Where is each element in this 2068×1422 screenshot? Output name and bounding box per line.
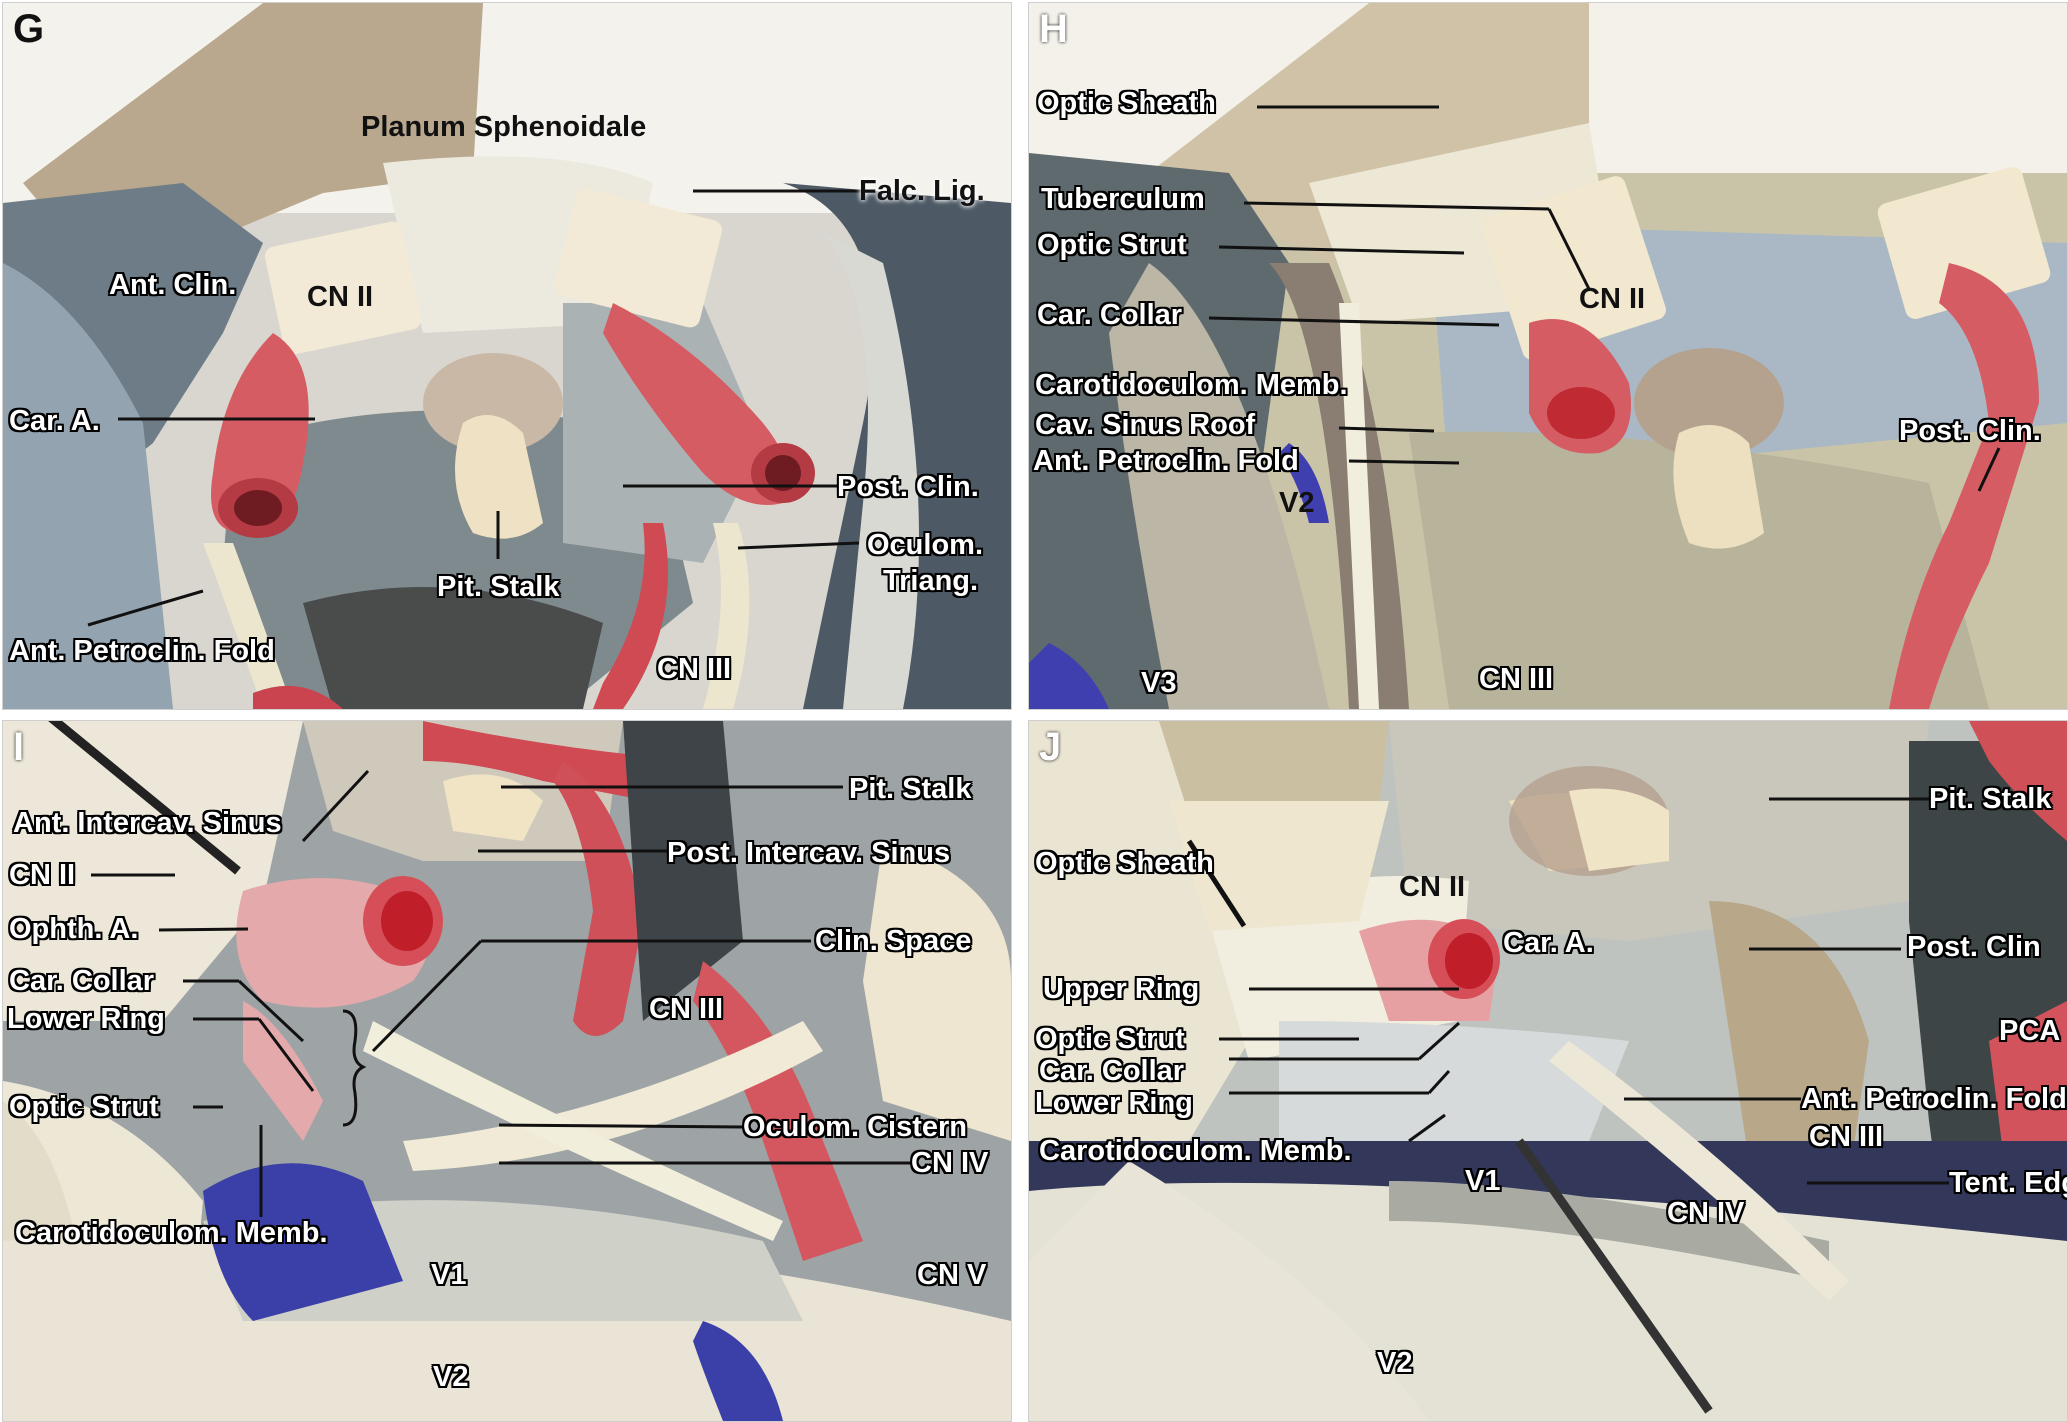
label-car-collar: Car. Collar (1039, 1055, 1185, 1087)
label-cn-iv: CN IV (1667, 1197, 1745, 1229)
label-cn-ii: CN II (9, 859, 76, 891)
label-cn-iii: CN III (657, 653, 732, 685)
label-post-clin: Post. Clin (1907, 931, 2041, 963)
label-optic-strut: Optic Strut (1035, 1023, 1185, 1055)
label-triang: Triang. (883, 565, 979, 597)
label-ant-clin: Ant. Clin. (109, 269, 237, 301)
label-pit-stalk: Pit. Stalk (849, 773, 972, 805)
panel-letter: G (13, 7, 45, 51)
label-post-intercav-sinus: Post. Intercav. Sinus (667, 837, 951, 869)
label-ophth-a: Ophth. A. (9, 913, 139, 945)
label-ant-intercav-sinus: Ant. Intercav. Sinus (13, 807, 282, 839)
panel-letter: I (13, 725, 25, 769)
label-pca: PCA (1999, 1015, 2061, 1047)
label-car-a: Car. A. (1503, 927, 1594, 959)
label-v2: V2 (1279, 487, 1315, 519)
label-car-collar: Car. Collar (1037, 299, 1183, 331)
label-cn-ii: CN II (1399, 871, 1466, 903)
label-v2: V2 (433, 1361, 469, 1393)
panel-i-photo (3, 721, 1011, 1421)
label-lower-ring: Lower Ring (7, 1003, 165, 1035)
label-cn-ii: CN II (307, 281, 374, 313)
label-cn-ii: CN II (1579, 283, 1646, 315)
label-car-collar: Car. Collar (9, 965, 155, 997)
label-optic-strut: Optic Strut (1037, 229, 1187, 261)
label-optic-sheath: Optic Sheath (1035, 847, 1214, 879)
label-pit-stalk: Pit. Stalk (1929, 783, 2052, 815)
label-optic-strut: Optic Strut (9, 1091, 159, 1123)
label-cn-v: CN V (917, 1259, 987, 1291)
label-cav-sinus-roof: Cav. Sinus Roof (1035, 409, 1256, 441)
panel-letter: J (1039, 725, 1062, 769)
label-falc-lig: Falc. Lig. (859, 175, 985, 207)
label-v1: V1 (1465, 1165, 1501, 1197)
label-upper-ring: Upper Ring (1043, 973, 1200, 1005)
label-post-clin: Post. Clin. (837, 471, 979, 503)
label-v2: V2 (1377, 1347, 1413, 1379)
panel-g: G Planum Sphenoidale Falc. Lig. Ant. Cli… (2, 2, 1012, 710)
label-clin-space: Clin. Space (815, 925, 972, 957)
label-cn-iv: CN IV (911, 1147, 989, 1179)
label-ant-petroclin-fold: Ant. Petroclin. Fold (1801, 1083, 2067, 1115)
label-ant-petroclin-fold: Ant. Petroclin. Fold (9, 635, 275, 667)
panel-i: I Ant. Intercav. Sinus Pit. Stalk CN II … (2, 720, 1012, 1422)
label-oculom: Oculom. (867, 529, 984, 561)
label-lower-ring: Lower Ring (1035, 1087, 1193, 1119)
label-v3: V3 (1141, 667, 1177, 699)
label-v1: V1 (431, 1259, 467, 1291)
label-car-a: Car. A. (9, 405, 100, 437)
label-carotidoculom-memb: Carotidoculom. Memb. (15, 1217, 328, 1249)
label-planum-sphenoidale: Planum Sphenoidale (361, 111, 647, 143)
label-carotidoculom-memb: Carotidoculom. Memb. (1035, 369, 1348, 401)
label-pit-stalk: Pit. Stalk (437, 571, 560, 603)
label-cn-iii: CN III (1809, 1121, 1884, 1153)
panel-h-photo (1029, 3, 2067, 709)
label-cn-iii: CN III (1479, 663, 1554, 695)
panel-letter: H (1039, 7, 1068, 51)
label-post-clin: Post. Clin. (1899, 415, 2041, 447)
panel-h: H Optic Sheath Tuberculum Optic Strut Ca… (1028, 2, 2068, 710)
label-optic-sheath: Optic Sheath (1037, 87, 1216, 119)
label-tent-edge: Tent. Edge (1949, 1167, 2067, 1199)
panel-g-photo (3, 3, 1011, 709)
label-tuberculum: Tuberculum (1041, 183, 1205, 215)
panel-j-photo (1029, 721, 2067, 1421)
label-oculom-cistern: Oculom. Cistern (743, 1111, 967, 1143)
label-carotidoculom-memb: Carotidoculom. Memb. (1039, 1135, 1352, 1167)
label-cn-iii: CN III (649, 993, 724, 1025)
label-ant-petroclin-fold: Ant. Petroclin. Fold (1033, 445, 1299, 477)
panel-j: J Pit. Stalk Optic Sheath CN II Car. A. … (1028, 720, 2068, 1422)
